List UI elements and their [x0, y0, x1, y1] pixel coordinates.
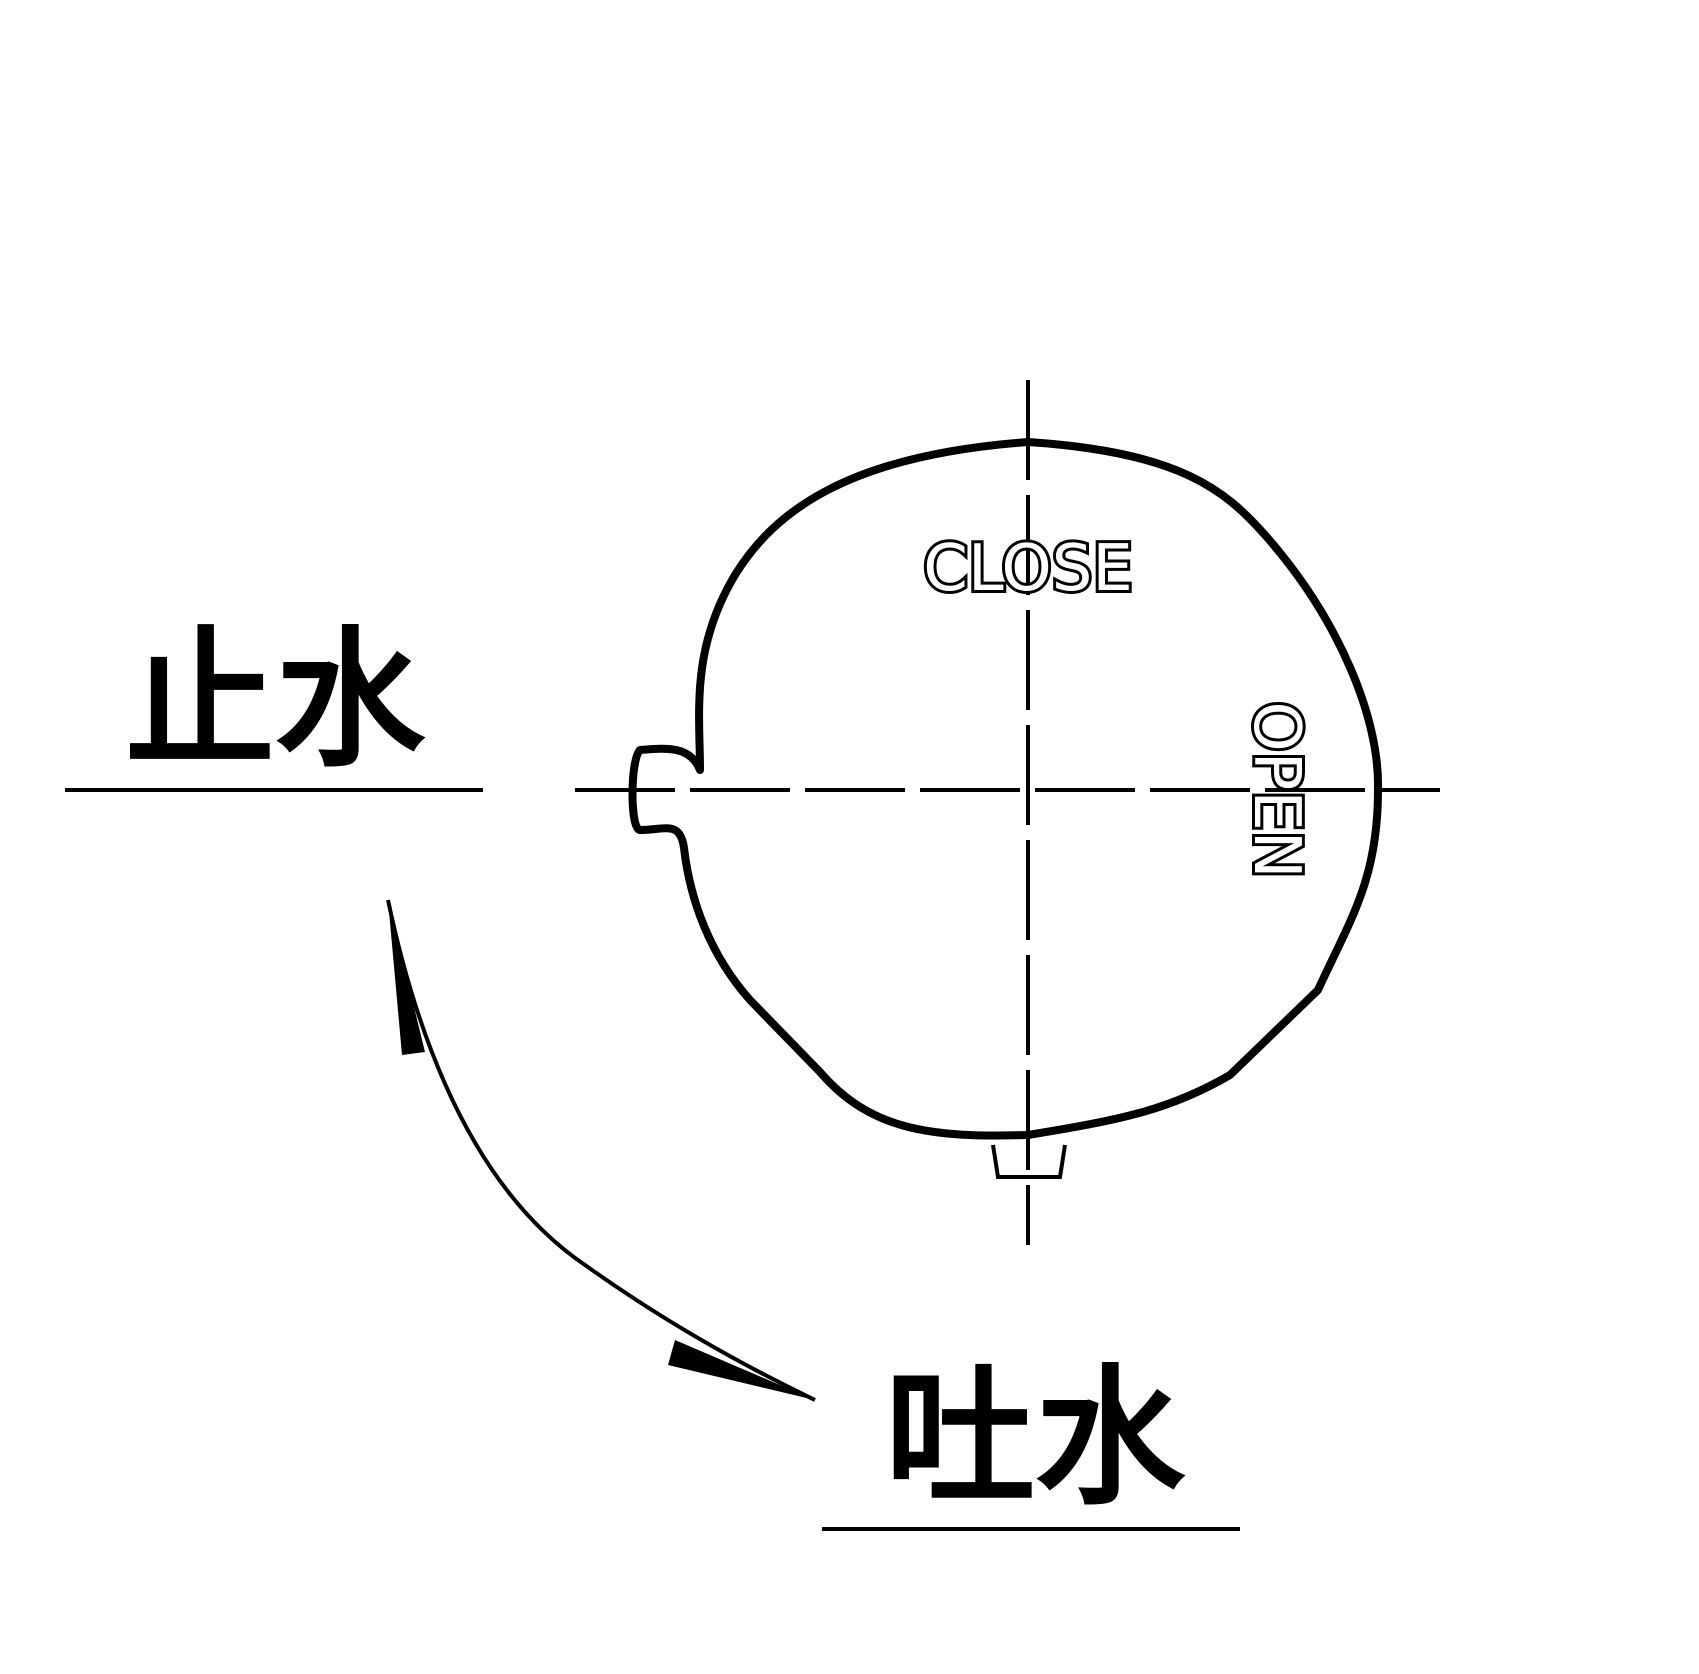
close-marking: CLOSE [923, 532, 1133, 606]
discharge-water-label: 吐水 [885, 1352, 1186, 1526]
handle-outline [628, 438, 1383, 1140]
stop-water-label: 止水 [125, 614, 426, 788]
bottom-notch [991, 1144, 1067, 1179]
rotation-arc [386, 899, 816, 1402]
open-marking: OPEN [1239, 701, 1313, 878]
arrowhead-end-icon [668, 1340, 815, 1400]
arrowhead-start-icon [388, 900, 425, 1055]
